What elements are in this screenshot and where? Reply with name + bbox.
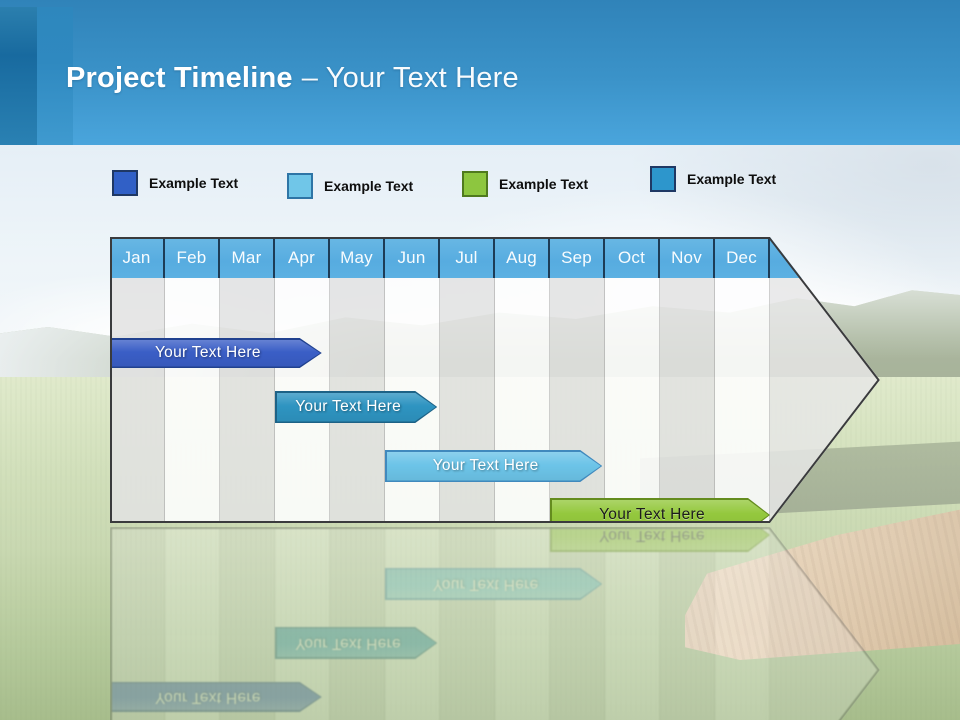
- month-label: Feb: [176, 247, 207, 267]
- month-cell[interactable]: Aug: [495, 237, 550, 278]
- month-cell[interactable]: Apr: [275, 237, 330, 278]
- month-cell[interactable]: Jul: [440, 237, 495, 278]
- month-cell[interactable]: Nov: [660, 237, 715, 278]
- month-label: Dec: [726, 247, 757, 267]
- title-regular-text: – Your Text Here: [301, 62, 519, 94]
- legend-label[interactable]: Example Text: [499, 176, 589, 192]
- left-ribbon-dark: [0, 7, 37, 145]
- legend-swatch[interactable]: [462, 171, 488, 197]
- slide-title[interactable]: Project Timeline– Your Text Here: [66, 62, 519, 95]
- month-cell[interactable]: Sep: [550, 237, 605, 278]
- month-label: Apr: [287, 247, 316, 267]
- legend-item[interactable]: Example Text: [650, 166, 777, 192]
- month-cell[interactable]: Feb: [165, 237, 220, 278]
- month-cell[interactable]: Oct: [605, 237, 660, 278]
- gantt-bar-label: Your Text Here: [154, 344, 261, 361]
- gantt-bar-label: Your Text Here: [432, 457, 539, 474]
- title-bold-text: Project Timeline: [66, 62, 293, 94]
- legend-item[interactable]: Example Text: [287, 173, 414, 199]
- legend-label[interactable]: Example Text: [687, 171, 777, 187]
- legend-swatch[interactable]: [650, 166, 676, 192]
- month-label: Jun: [397, 247, 426, 267]
- month-cell[interactable]: Jun: [385, 237, 440, 278]
- left-ribbon-medium: [37, 7, 73, 145]
- gantt-bar-label: Your Text Here: [295, 398, 402, 415]
- legend-label[interactable]: Example Text: [324, 178, 414, 194]
- legend-label[interactable]: Example Text: [149, 175, 239, 191]
- month-cell[interactable]: May: [330, 237, 385, 278]
- month-cell[interactable]: Jan: [110, 237, 165, 278]
- month-label: Sep: [561, 247, 592, 267]
- month-label: May: [340, 247, 373, 267]
- month-label: Jan: [122, 247, 151, 267]
- month-cell[interactable]: Mar: [220, 237, 275, 278]
- month-label: Aug: [506, 247, 537, 267]
- legend-swatch[interactable]: [112, 170, 138, 196]
- legend-item[interactable]: Example Text: [462, 171, 589, 197]
- legend-swatch[interactable]: [287, 173, 313, 199]
- month-label: Jul: [455, 247, 478, 267]
- month-label: Oct: [617, 247, 646, 267]
- title-band: Project Timeline– Your Text Here: [0, 0, 960, 145]
- gantt-bar[interactable]: Your Text Here: [385, 450, 602, 482]
- month-header-row: Jan Feb Mar Apr May Jun Jul Aug Sep Oct Nov Dec: [110, 237, 880, 278]
- legend-item[interactable]: Example Text: [112, 170, 239, 196]
- gantt-bar[interactable]: Your Text Here: [110, 338, 322, 368]
- month-cell[interactable]: Dec: [715, 237, 770, 278]
- gantt-bar[interactable]: Your Text Here: [275, 391, 437, 423]
- month-label: Mar: [231, 247, 262, 267]
- month-label: Nov: [671, 247, 702, 267]
- timeline-chart[interactable]: Jan Feb Mar Apr May Jun Jul Aug Sep Oct Nov Dec You…: [110, 237, 880, 523]
